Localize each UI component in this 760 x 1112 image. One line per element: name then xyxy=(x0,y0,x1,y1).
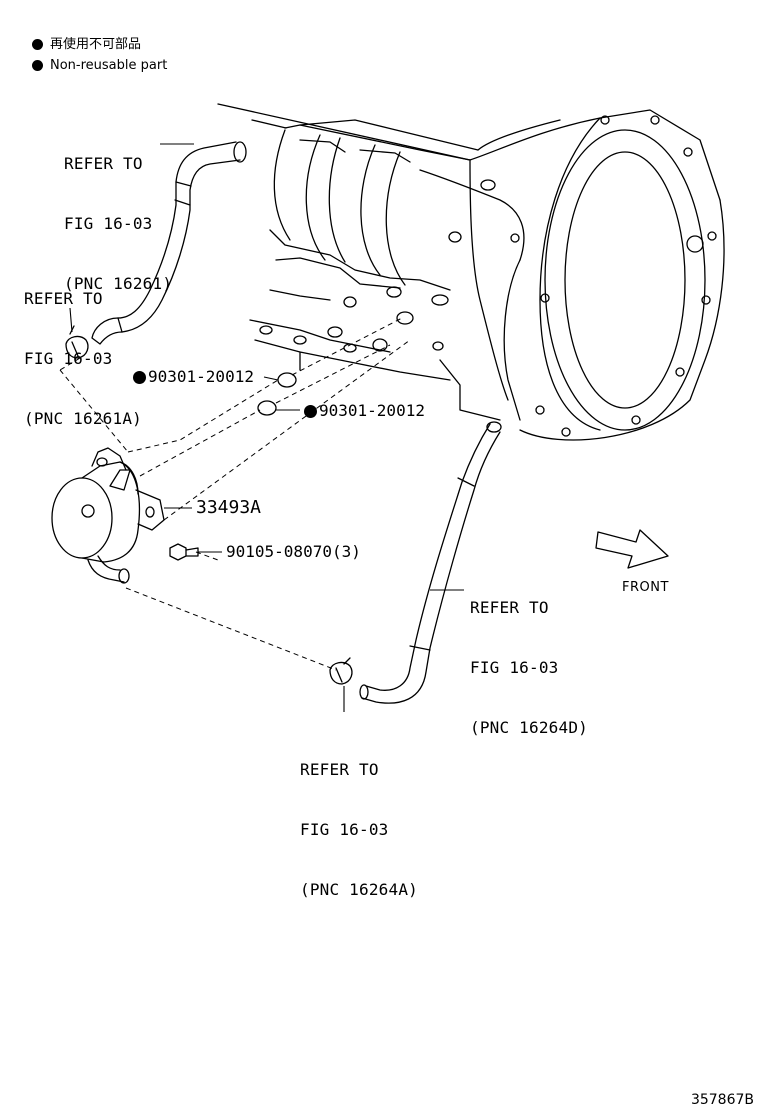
part-number-bolt: 90105-08070(3) xyxy=(226,542,361,562)
non-reusable-dot-icon xyxy=(304,404,317,418)
callout-line: FIG 16-03 xyxy=(24,349,113,368)
legend-row-jp: 再使用不可部品 xyxy=(32,34,167,55)
callout-upper-hose: REFER TO FIG 16-03 (PNC 16261) xyxy=(64,114,172,314)
illustration-id: 357867B xyxy=(690,1092,754,1108)
callout-lower-clamp: REFER TO FIG 16-03 (PNC 16264A) xyxy=(300,720,418,920)
non-reusable-dot-icon xyxy=(32,60,43,71)
part-number-label: 90301-20012 xyxy=(148,367,254,386)
front-label: FRONT xyxy=(622,580,669,595)
callout-line: (PNC 16264A) xyxy=(300,880,418,899)
part-number-cooler: 33493A xyxy=(196,498,261,518)
lower-oil-cooler-hose xyxy=(359,421,502,704)
part-number-label: 33493A xyxy=(196,497,262,518)
non-reusable-dot-icon xyxy=(32,39,43,50)
callout-line: REFER TO xyxy=(470,598,549,617)
gasket-lower xyxy=(257,400,277,416)
bolt xyxy=(169,543,199,561)
legend: 再使用不可部品 Non-reusable part xyxy=(32,34,167,76)
callout-line: (PNC 16261) xyxy=(64,274,173,293)
legend-jp-label: 再使用不可部品 xyxy=(50,37,142,52)
part-number-label: 90105-08070(3) xyxy=(226,542,361,561)
callout-line: REFER TO xyxy=(64,154,143,173)
gasket-upper xyxy=(277,372,297,388)
callout-line: (PNC 16264D) xyxy=(470,718,588,737)
callout-line: REFER TO xyxy=(24,289,103,308)
callout-line: FIG 16-03 xyxy=(64,214,153,233)
legend-en-label: Non-reusable part xyxy=(50,58,168,73)
callout-line: REFER TO xyxy=(300,760,379,779)
callout-line: (PNC 16261A) xyxy=(24,409,142,428)
part-number-gasket-lower: 90301-20012 xyxy=(304,401,425,421)
lower-hose-clamp xyxy=(329,657,353,685)
reference-lines xyxy=(59,317,411,671)
non-reusable-dot-icon xyxy=(133,370,146,384)
leader-lines xyxy=(69,143,464,712)
callout-line: FIG 16-03 xyxy=(470,658,559,677)
callout-line: FIG 16-03 xyxy=(300,820,389,839)
callout-upper-clamp: REFER TO FIG 16-03 (PNC 16261A) xyxy=(24,249,142,449)
callout-lower-hose: REFER TO FIG 16-03 (PNC 16264D) xyxy=(470,558,588,758)
front-arrow-icon xyxy=(595,529,669,569)
transmission-case xyxy=(217,103,725,441)
oil-cooler xyxy=(51,447,165,584)
legend-row-en: Non-reusable part xyxy=(32,55,167,76)
part-number-label: 90301-20012 xyxy=(319,401,425,420)
part-number-gasket-upper: 90301-20012 xyxy=(133,367,254,387)
upper-oil-cooler-hose xyxy=(91,141,247,345)
